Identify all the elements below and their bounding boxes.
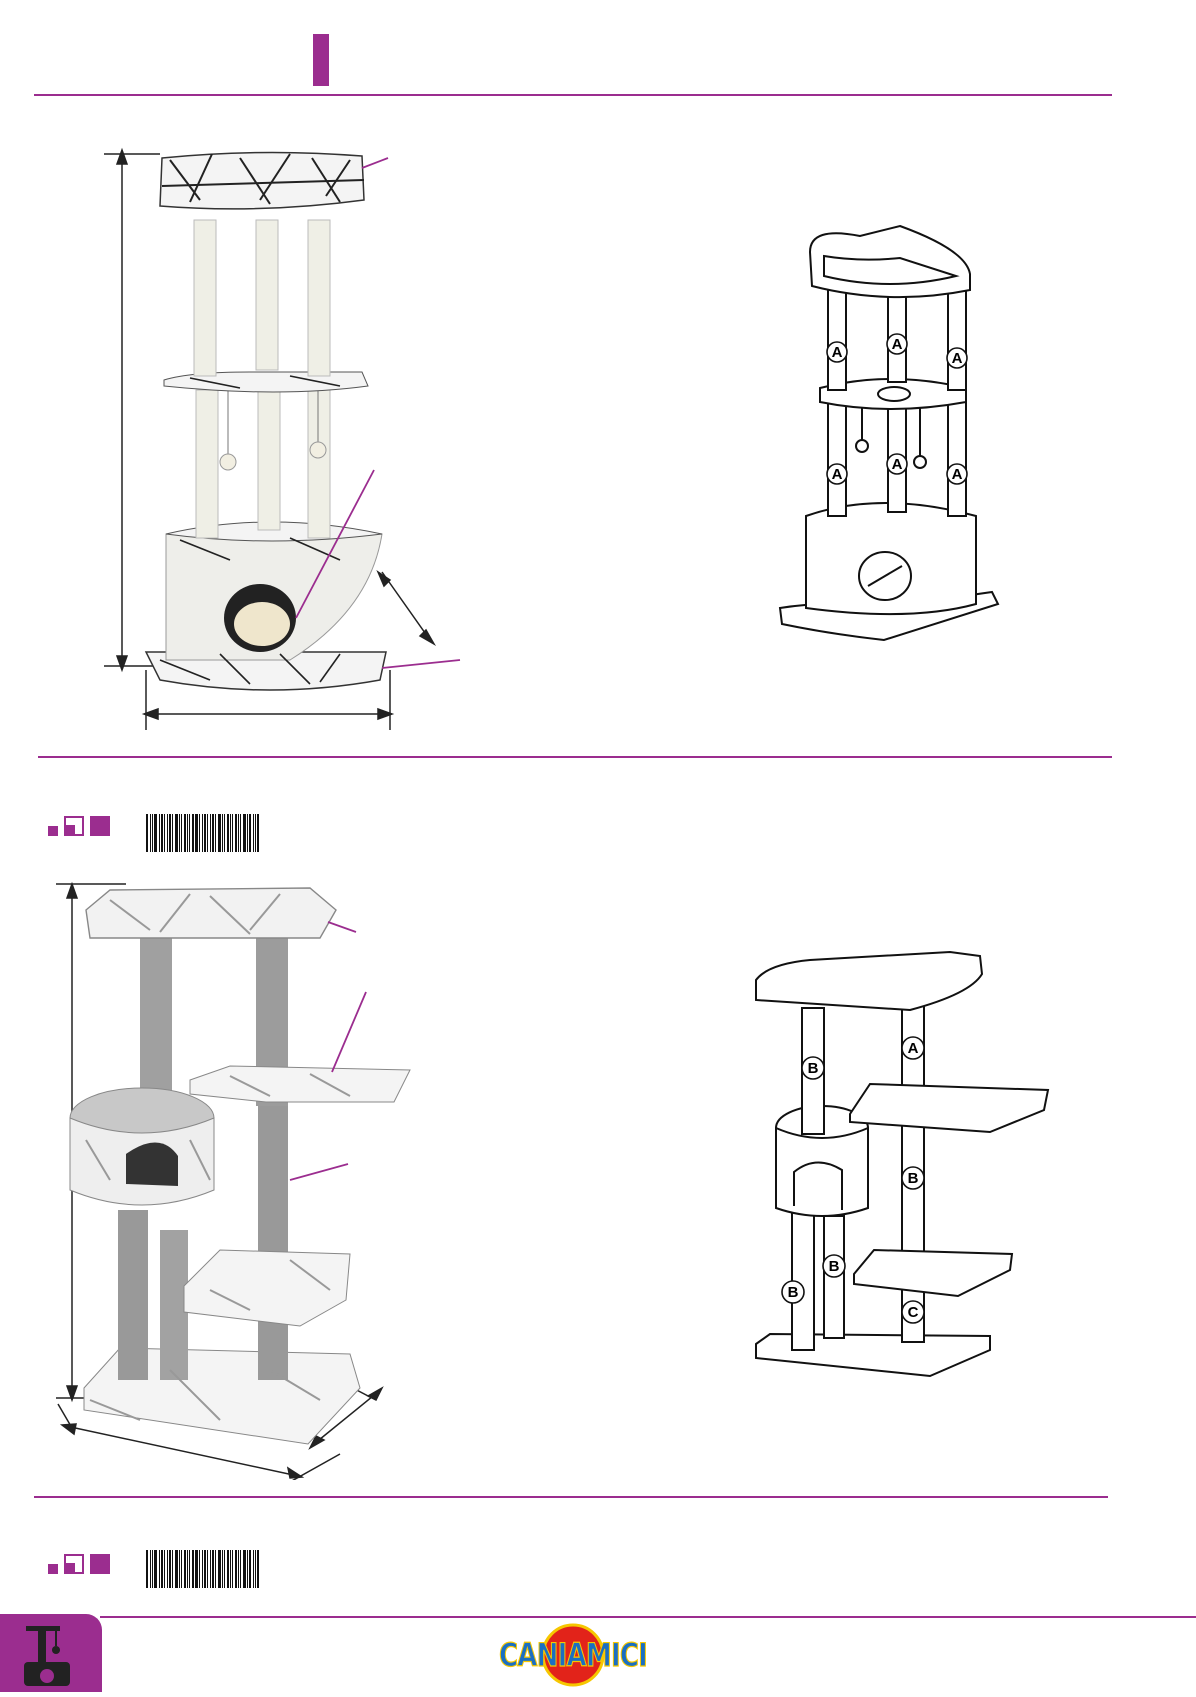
diagram-label: B bbox=[808, 1060, 819, 1077]
footer-rule bbox=[100, 1616, 1196, 1618]
diagram-label: B bbox=[829, 1258, 840, 1275]
cat-tree-category-icon bbox=[24, 1626, 70, 1686]
diagram-label: C bbox=[908, 1304, 919, 1321]
diagram-label: B bbox=[788, 1284, 799, 1301]
diagram-label: B bbox=[908, 1170, 919, 1187]
barcode-icon bbox=[146, 814, 261, 852]
assembly-diagram-corner-tower: A A A A A A bbox=[778, 224, 1000, 642]
diagram-label: A bbox=[892, 456, 903, 473]
size-squares-icon bbox=[48, 816, 110, 836]
product-photo-corner-tower bbox=[104, 147, 461, 730]
assembly-diagram-wide-tower: A B B B B C bbox=[755, 950, 1050, 1378]
diagram-label: A bbox=[952, 350, 963, 367]
logo-text: CANIAMICI bbox=[499, 1636, 647, 1674]
diagram-label: A bbox=[892, 336, 903, 353]
barcode-icon bbox=[146, 1550, 261, 1588]
header-rule bbox=[34, 94, 1112, 96]
section-divider bbox=[34, 1496, 1108, 1498]
section-divider bbox=[38, 756, 1112, 758]
diagram-label: A bbox=[832, 344, 843, 361]
footer-category-tab bbox=[0, 1614, 102, 1692]
size-squares-icon bbox=[48, 1554, 110, 1574]
diagram-label: A bbox=[908, 1040, 919, 1057]
product-photo-wide-tower bbox=[56, 881, 411, 1480]
diagram-label: A bbox=[832, 466, 843, 483]
diagram-label: A bbox=[952, 466, 963, 483]
caniamici-logo: CANIAMICI bbox=[498, 1623, 649, 1687]
header-accent-bar bbox=[313, 34, 329, 86]
